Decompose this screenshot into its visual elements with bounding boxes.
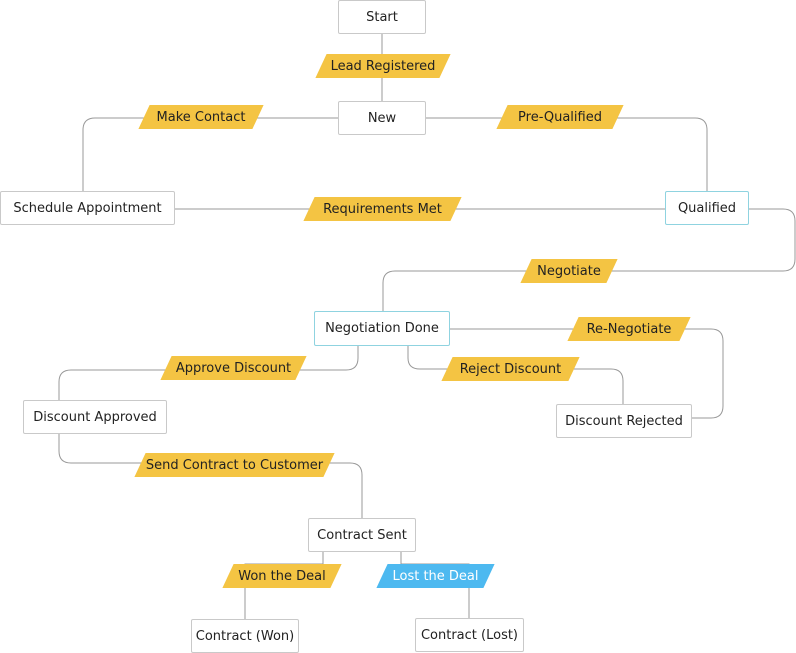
transition-send-contract[interactable]: Send Contract to Customer xyxy=(133,453,336,477)
transition-label-text: Make Contact xyxy=(156,109,246,125)
transition-pre-qualified[interactable]: Pre-Qualified xyxy=(495,105,625,129)
edge-qualified-negotiation xyxy=(382,208,796,311)
transition-label-text: Send Contract to Customer xyxy=(145,457,324,473)
transition-negotiate[interactable]: Negotiate xyxy=(519,259,619,283)
transition-reject-discount[interactable]: Reject Discount xyxy=(440,357,581,381)
transition-approve-discount[interactable]: Approve Discount xyxy=(159,356,308,380)
edge-new-qualified xyxy=(426,117,708,191)
node-contract-sent[interactable]: Contract Sent xyxy=(308,518,416,552)
transition-label-text: Won the Deal xyxy=(238,568,326,584)
transition-lead-registered[interactable]: Lead Registered xyxy=(314,54,452,78)
transition-label-text: Negotiate xyxy=(537,263,601,279)
node-start[interactable]: Start xyxy=(338,0,426,34)
node-schedule-appointment[interactable]: Schedule Appointment xyxy=(0,191,175,225)
node-contract-won[interactable]: Contract (Won) xyxy=(191,619,299,653)
transition-label-text: Requirements Met xyxy=(323,201,442,217)
transition-label-text: Approve Discount xyxy=(175,360,292,376)
transition-label-text: Re-Negotiate xyxy=(586,321,672,337)
node-discount-rejected[interactable]: Discount Rejected xyxy=(556,404,692,438)
transition-requirements-met[interactable]: Requirements Met xyxy=(302,197,463,221)
edge-negotiation-renegotiate xyxy=(450,328,724,419)
transition-lost-the-deal[interactable]: Lost the Deal xyxy=(375,564,496,588)
node-qualified[interactable]: Qualified xyxy=(665,191,749,225)
node-discount-approved[interactable]: Discount Approved xyxy=(23,400,167,434)
transition-label-text: Reject Discount xyxy=(459,361,562,377)
transition-label-text: Pre-Qualified xyxy=(518,109,602,125)
transition-make-contact[interactable]: Make Contact xyxy=(137,105,265,129)
edge-new-schedule xyxy=(82,117,338,191)
transition-re-negotiate[interactable]: Re-Negotiate xyxy=(566,317,692,341)
node-contract-lost[interactable]: Contract (Lost) xyxy=(415,618,524,652)
transition-label-text: Lead Registered xyxy=(330,58,436,74)
transition-won-the-deal[interactable]: Won the Deal xyxy=(221,564,343,588)
node-negotiation-done[interactable]: Negotiation Done xyxy=(314,311,450,346)
transition-label-text: Lost the Deal xyxy=(392,568,479,584)
node-new[interactable]: New xyxy=(338,101,426,135)
